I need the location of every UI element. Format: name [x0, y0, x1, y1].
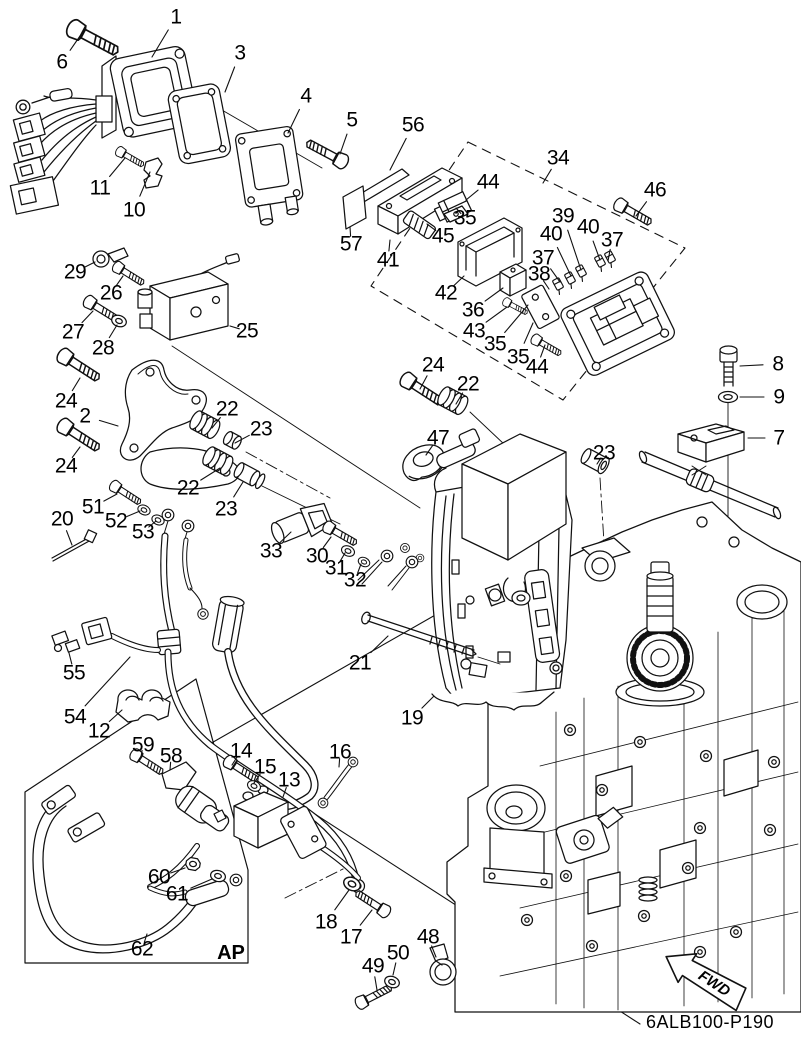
clamp-12 — [115, 689, 171, 723]
plate-4 — [234, 125, 304, 226]
terminal-cover-54 — [211, 595, 245, 654]
bolt-6 — [63, 16, 124, 62]
ring-terminal — [400, 543, 410, 553]
wire-16 — [317, 756, 359, 809]
washer-52 — [135, 502, 153, 518]
fuse-39 — [574, 263, 590, 282]
ring-terminal — [405, 555, 419, 569]
screw-46 — [610, 195, 656, 230]
washer-9 — [717, 390, 739, 404]
washer-31 — [339, 543, 357, 559]
clamp-7 — [677, 423, 745, 463]
collar-22c — [434, 384, 471, 417]
fuse-37b — [603, 249, 619, 268]
bolt-51 — [107, 478, 145, 509]
starter-coil — [175, 785, 230, 832]
spacer-23c — [580, 448, 610, 475]
ring-terminal — [229, 873, 243, 887]
group-34-dashed-box — [370, 141, 686, 401]
rectifier-assembly — [9, 46, 199, 215]
fuse-40 — [563, 270, 579, 289]
engine-block — [446, 501, 801, 1013]
bolt-5 — [302, 135, 352, 172]
clamp-29 — [92, 247, 129, 268]
ignition-coil-25 — [137, 253, 240, 341]
fuse-puller-45 — [402, 210, 436, 240]
relay-13 — [213, 785, 361, 881]
bracket-19 — [431, 428, 573, 711]
ring-terminal — [380, 549, 394, 563]
ap-group — [32, 746, 243, 954]
boot-58 — [161, 761, 197, 791]
drawing-number: 6ALB100-P190 — [646, 1012, 774, 1032]
bolt-26 — [110, 259, 148, 290]
bolt-17 — [351, 886, 394, 921]
leader-lines — [65, 29, 766, 991]
gasket-3 — [167, 83, 232, 165]
bolt-24b — [53, 415, 105, 457]
starter-relay-bracket — [560, 271, 675, 376]
pipe — [638, 450, 782, 520]
bolt-59 — [127, 746, 167, 779]
clamp-10 — [143, 157, 163, 189]
spacer-23b — [233, 462, 266, 490]
connector-55 — [81, 616, 113, 646]
relay-36 — [499, 263, 527, 297]
screw-44b — [528, 332, 565, 360]
ap-inset-box — [24, 678, 249, 964]
bolt-21 — [361, 611, 501, 665]
sticker-57 — [342, 185, 367, 230]
bolt-8 — [719, 345, 738, 387]
washer-32 — [356, 554, 372, 570]
plate-35 — [521, 284, 560, 330]
bushing-23a — [222, 430, 242, 450]
clamp-48 — [429, 943, 457, 986]
